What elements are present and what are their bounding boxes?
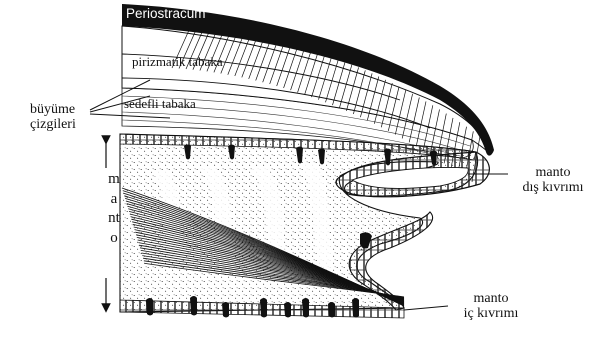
inner-mantle-fold-label: manto iç kıvrımı bbox=[450, 291, 532, 321]
growth-lines-label-line1: büyüme bbox=[30, 102, 76, 117]
inner-fold-leader bbox=[404, 306, 448, 310]
growth-lines-label: büyüme çizgileri bbox=[30, 102, 76, 132]
prismatic-layer-label: pirizmatik tabaka bbox=[132, 54, 223, 69]
outer-fold-label-line2: dış kıvrımı bbox=[512, 180, 594, 195]
periostracum-label: Periostracum bbox=[126, 6, 206, 21]
growth-lines-label-line2: çizgileri bbox=[30, 117, 76, 132]
outer-mantle-fold-label: manto dış kıvrımı bbox=[512, 165, 594, 195]
inner-fold-label-line2: iç kıvrımı bbox=[450, 306, 532, 321]
outer-fold-label-line1: manto bbox=[512, 165, 594, 180]
inner-fold-label-line1: manto bbox=[450, 291, 532, 306]
mantle-label: manto bbox=[108, 170, 120, 248]
nacreous-layer-label: sedefli tabaka bbox=[124, 96, 196, 111]
